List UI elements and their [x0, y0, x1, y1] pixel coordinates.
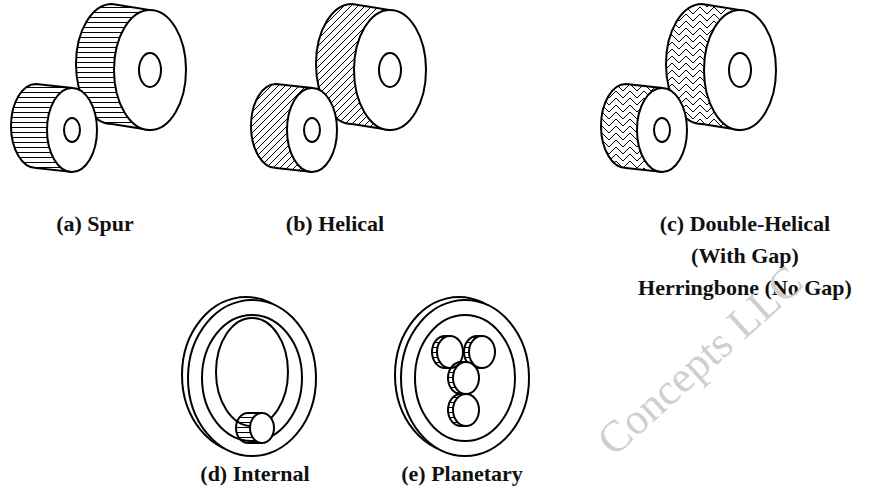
- figure-caption: (c) Double-Helical (With Gap): [638, 208, 853, 272]
- figure-caption: (e) Planetary: [401, 458, 523, 490]
- planetary-gear: [395, 297, 529, 456]
- gear-face: [453, 362, 479, 394]
- gear-bore: [304, 118, 320, 142]
- gear-pair: [11, 4, 186, 172]
- ring-inner: [415, 315, 515, 441]
- gear-pair: [601, 4, 776, 172]
- figure-caption: (d) Internal: [200, 458, 309, 490]
- gear-pair: [251, 4, 426, 172]
- gear-face: [453, 394, 479, 426]
- ring-gear: [401, 300, 529, 456]
- gear-face: [47, 88, 97, 172]
- ring-gear: [188, 300, 316, 456]
- gear-face: [250, 413, 274, 443]
- gear-bore: [64, 118, 80, 142]
- gear-face: [637, 88, 687, 172]
- figure-caption: (a) Spur: [56, 208, 134, 240]
- gear-bore: [729, 53, 751, 87]
- gear-bore: [654, 118, 670, 142]
- gear-bore: [139, 53, 161, 87]
- gear-face: [114, 10, 186, 130]
- gear-bore: [379, 53, 401, 87]
- ring-teeth: [216, 318, 288, 426]
- gear-face: [287, 88, 337, 172]
- figure-caption: (b) Helical: [286, 208, 384, 240]
- internal-gear: [182, 297, 316, 456]
- gear-face: [354, 10, 426, 130]
- gear-face: [704, 10, 776, 130]
